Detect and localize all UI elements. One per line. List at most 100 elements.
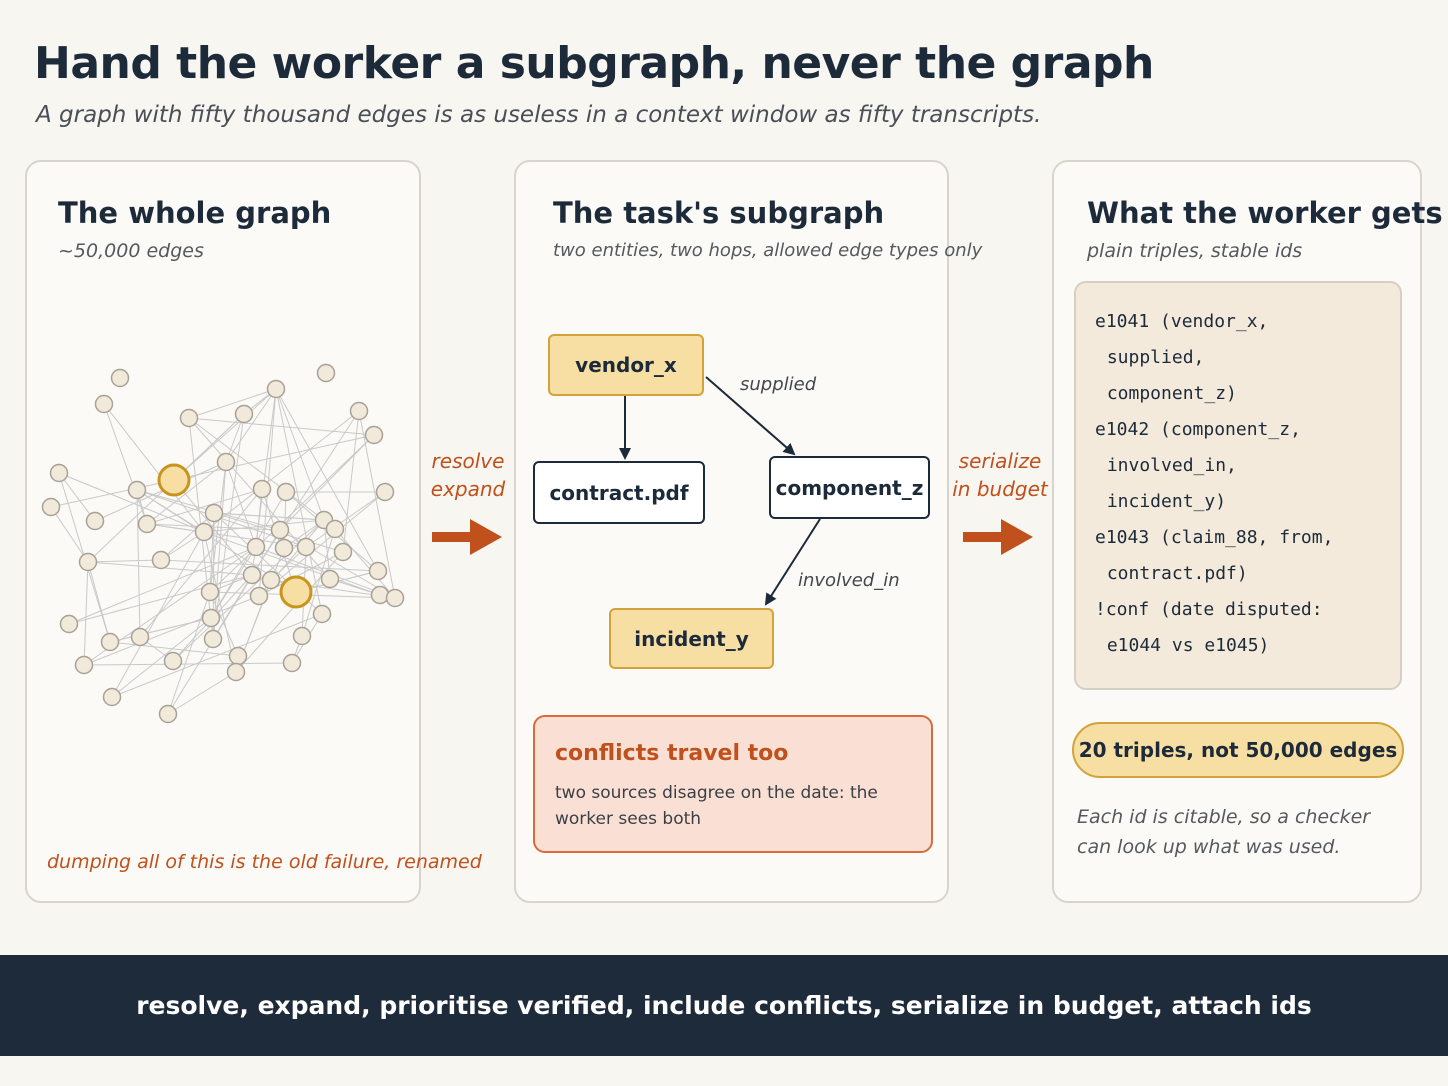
graph-edge: [103, 403, 205, 533]
graph-edge: [136, 489, 205, 533]
graph-node: [274, 538, 294, 558]
graph-edge: [167, 671, 237, 715]
graph-edge: [283, 491, 287, 549]
graph-edge: [203, 410, 360, 533]
graph-node: [74, 655, 94, 675]
flow-label-serialize: serialize in budget: [952, 447, 1048, 503]
graph-edge: [279, 434, 375, 531]
edge-label-supplied: supplied: [740, 374, 817, 395]
graph-edge: [212, 574, 253, 640]
graph-edge: [58, 472, 96, 522]
graph-node: [203, 629, 223, 649]
graph-edge: [210, 491, 287, 619]
flow-label-line: in budget: [952, 477, 1048, 501]
graph-node: [368, 561, 388, 581]
graph-node: [375, 482, 395, 502]
edge-supplied: [705, 376, 796, 456]
graph-node: [246, 537, 266, 557]
graph-node: [130, 627, 150, 647]
conflict-body: two sources disagree on the date: the wo…: [555, 783, 878, 829]
graph-node: [200, 582, 220, 602]
panel-whole-graph: The whole graph ~50,000 edges dumping al…: [25, 160, 482, 903]
graph-node: [316, 363, 336, 383]
graph-node: [78, 552, 98, 572]
graph-node: [137, 514, 157, 534]
triple-line: e1043 (claim_88, from,: [1095, 527, 1334, 548]
graph-node: [59, 614, 79, 634]
graph-edge: [301, 528, 336, 637]
graph-edge: [188, 417, 325, 521]
panel-subtitle: plain triples, stable ids: [1087, 240, 1303, 262]
conflict-title: conflicts travel too: [555, 741, 789, 766]
node-incident-y: incident_y: [609, 608, 774, 669]
graph-node: [292, 626, 312, 646]
graph-edge: [111, 531, 205, 698]
graph-node: [266, 379, 286, 399]
graph-node: [276, 482, 296, 502]
graph-edge: [167, 591, 211, 715]
graph-node-highlighted: [279, 575, 313, 609]
graph-node: [100, 632, 120, 652]
triples-code-block: e1041 (vendor_x, supplied, component_z)e…: [1074, 281, 1402, 690]
node-contract-pdf: contract.pdf: [533, 461, 705, 524]
graph-node: [194, 522, 214, 542]
triple-line: !conf (date disputed:: [1095, 599, 1323, 620]
graph-edge: [103, 403, 148, 525]
panel-subtitle: ~50,000 edges: [58, 240, 204, 262]
flow-label-line: resolve: [431, 449, 505, 473]
graph-edge: [58, 472, 205, 533]
graph-edge: [334, 528, 396, 599]
graph-edge: [50, 506, 89, 563]
graph-edge: [50, 479, 175, 508]
arrow-right-icon: [432, 519, 502, 555]
network-graph: [41, 363, 405, 724]
graph-node: [242, 565, 262, 585]
graph-edge: [167, 529, 281, 715]
edge-involved-in: [764, 518, 821, 606]
panel-subtitle: two entities, two hops, allowed edge typ…: [553, 240, 983, 261]
graph-node: [385, 588, 405, 608]
graph-edge: [87, 561, 253, 576]
graph-node: [349, 401, 369, 421]
graph-edge: [87, 559, 162, 563]
graph-edge: [203, 531, 237, 673]
graph-edge: [225, 388, 277, 463]
graph-edge: [275, 388, 379, 572]
graph-edge: [213, 512, 325, 521]
graph-edge: [146, 523, 205, 533]
node-vendor-x: vendor_x: [548, 334, 704, 396]
node-component-z: component_z: [769, 456, 930, 519]
graph-edge: [188, 417, 375, 436]
graph-edge: [83, 662, 293, 666]
page-subtitle: A graph with fifty thousand edges is as …: [36, 102, 1042, 128]
graph-node: [270, 520, 290, 540]
graph-node: [41, 497, 61, 517]
graph-edge: [173, 434, 375, 481]
graph-edge: [251, 410, 360, 576]
triple-line: incident_y): [1096, 491, 1227, 512]
graph-edge: [323, 519, 331, 580]
footer-banner: resolve, expand, prioritise verified, in…: [0, 955, 1448, 1056]
failure-note: dumping all of this is the old failure, …: [47, 851, 482, 873]
graph-edge: [146, 461, 227, 525]
graph-node: [234, 404, 254, 424]
graph-edge: [94, 461, 227, 522]
graph-edge: [203, 519, 325, 533]
graph-edge: [212, 461, 227, 640]
graph-node: [261, 570, 281, 590]
panel-title: The task's subgraph: [553, 196, 885, 230]
graph-node-highlighted: [157, 463, 191, 497]
panel-task-subgraph: The task's subgraph two entities, two ho…: [514, 160, 982, 903]
graph-edge: [188, 388, 277, 419]
flow-label-line: expand: [430, 477, 506, 501]
graph-edge: [203, 531, 381, 596]
graph-node: [201, 608, 221, 628]
footer-text: resolve, expand, prioritise verified, in…: [136, 991, 1312, 1020]
page-title: Hand the worker a subgraph, never the gr…: [34, 38, 1154, 89]
flow-label-resolve: resolve expand: [426, 447, 510, 503]
graph-edge: [305, 491, 386, 548]
citable-note: Each id is citable, so a checker can loo…: [1077, 806, 1371, 858]
graph-edge: [136, 489, 141, 638]
triple-line: e1044 vs e1045): [1096, 635, 1270, 656]
triple-line: e1042 (component_z,: [1095, 419, 1301, 440]
